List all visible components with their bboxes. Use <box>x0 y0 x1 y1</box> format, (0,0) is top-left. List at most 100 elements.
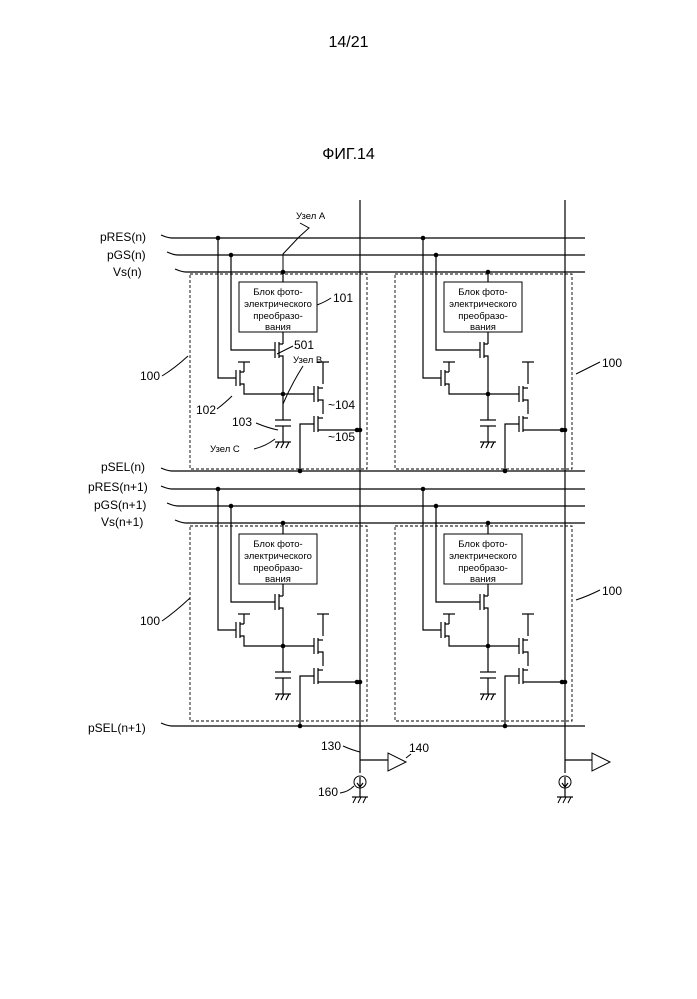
label-psel-n1: pSEL(n+1) <box>88 721 146 735</box>
signal-line-stub <box>161 468 172 471</box>
label-node-a: Узел А <box>296 211 326 222</box>
pres-gate-wire <box>218 489 236 630</box>
leader-100-top-right <box>576 362 600 374</box>
ground-hatch <box>481 694 494 700</box>
transistor-104-sd <box>318 640 323 666</box>
ref-130: 130 <box>321 739 341 753</box>
junction-dot <box>216 487 221 492</box>
psel-gate-wire <box>505 424 519 471</box>
junction-dot <box>281 521 286 526</box>
junction-dot <box>486 521 491 526</box>
block-label-line3: преобразо- <box>253 563 303 574</box>
signal-line-stub <box>167 252 178 255</box>
signal-line-stub <box>161 723 172 726</box>
ref-101: 101 <box>333 291 353 305</box>
block-label-line3: преобразо- <box>458 563 508 574</box>
block-label-line1: Блок фото- <box>458 287 507 298</box>
junction-dot <box>434 253 439 258</box>
column-output-right <box>557 740 610 803</box>
junction-dot <box>298 469 303 474</box>
label-pgs-n: pGS(n) <box>107 248 146 262</box>
signal-line-stub <box>175 269 186 272</box>
pres-gate-wire <box>423 238 441 378</box>
junction-dot <box>358 680 363 685</box>
pixel-cell-100: Блок фото-электрическогопреобразо-вания <box>395 236 572 474</box>
block-label-line2: электрического <box>244 299 312 310</box>
junction-dot <box>563 428 568 433</box>
transistor-102-sd <box>445 624 488 646</box>
signal-line-stub <box>167 503 178 506</box>
transistor-104-sd <box>318 388 323 414</box>
ref-104: ~104 <box>328 398 355 412</box>
leader-160 <box>340 786 354 793</box>
block-label-line3: преобразо- <box>458 311 508 322</box>
amplifier-symbol <box>592 753 610 771</box>
block-label-line2: электрического <box>449 299 517 310</box>
block-label-line2: электрического <box>449 551 517 562</box>
leader-103 <box>256 423 278 430</box>
label-pres-n1: pRES(n+1) <box>88 480 148 494</box>
junction-dot <box>434 504 439 509</box>
leader-node-b <box>283 366 303 404</box>
junction-dot <box>358 428 363 433</box>
transistor-102-sd <box>240 624 283 646</box>
junction-dot <box>216 236 221 241</box>
label-node-b: Узел В <box>293 355 322 366</box>
pres-gate-wire <box>218 238 236 378</box>
ref-140: 140 <box>409 741 429 755</box>
ref-103: 103 <box>232 415 252 429</box>
block-label-line1: Блок фото- <box>458 539 507 550</box>
block-label-line4: вания <box>265 322 291 333</box>
column-output-left <box>352 740 411 803</box>
pres-gate-wire <box>423 489 441 630</box>
label-node-c: Узел С <box>210 444 240 455</box>
block-label-line1: Блок фото- <box>253 287 302 298</box>
signal-line-stub <box>161 486 172 489</box>
junction-dot <box>229 504 234 509</box>
ref-102: 102 <box>196 403 216 417</box>
pixel-array: Блок фото-электрическогопреобразо-ванияБ… <box>161 200 585 740</box>
signal-line-stub <box>175 520 186 523</box>
label-pres-n: pRES(n) <box>100 230 146 244</box>
label-vs-n: Vs(n) <box>113 265 142 279</box>
ground-hatch <box>276 442 289 448</box>
leader-102 <box>217 396 232 409</box>
ref-100-top-right: 100 <box>602 356 622 370</box>
leader-100-bottom-right <box>576 590 600 600</box>
ref-501: 501 <box>294 338 314 352</box>
psel-gate-wire <box>505 676 519 726</box>
leader-100-top-left <box>162 356 188 376</box>
ref-105: ~105 <box>328 430 355 444</box>
leader-node-a <box>283 223 309 270</box>
amplifier-140-symbol <box>388 753 406 771</box>
psel-gate-wire <box>300 676 314 726</box>
junction-dot <box>563 680 568 685</box>
transistor-104-sd <box>523 640 528 666</box>
junction-dot <box>503 724 508 729</box>
junction-dot <box>421 236 426 241</box>
block-label-line4: вания <box>470 574 496 585</box>
block-label-line4: вания <box>470 322 496 333</box>
transistor-104-sd <box>523 388 528 414</box>
block-label-line3: преобразо- <box>253 311 303 322</box>
junction-dot <box>298 724 303 729</box>
transistor-105-sd <box>318 418 357 430</box>
junction-dot <box>486 270 491 275</box>
transistor-105-sd <box>523 418 562 430</box>
leader-node-c <box>254 439 275 449</box>
junction-dot <box>229 253 234 258</box>
leader-101 <box>317 298 331 305</box>
block-label-line4: вания <box>265 574 291 585</box>
psel-gate-wire <box>300 424 314 471</box>
ref-100-top-left: 100 <box>140 369 160 383</box>
ref-160: 160 <box>318 785 338 799</box>
transistor-105-sd <box>318 670 357 682</box>
label-vs-n1: Vs(n+1) <box>101 515 143 529</box>
label-pgs-n1: pGS(n+1) <box>94 498 146 512</box>
ref-100-bottom-left: 100 <box>140 614 160 628</box>
transistor-102-sd <box>240 372 283 394</box>
junction-dot <box>281 270 286 275</box>
transistor-102-sd <box>445 372 488 394</box>
block-label-line2: электрического <box>244 551 312 562</box>
